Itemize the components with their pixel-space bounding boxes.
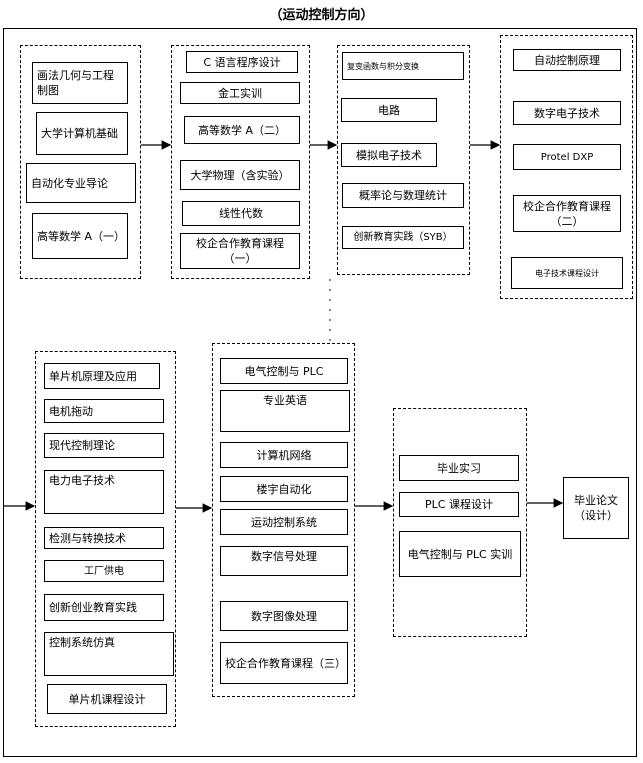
semester-group-4 (500, 35, 633, 299)
course-box: 校企合作教育课程（二） (513, 195, 621, 232)
course-box: 数字图像处理 (220, 601, 348, 631)
course-box: 楼宇自动化 (220, 476, 348, 502)
semester-group-7 (393, 408, 527, 637)
course-box: 金工实训 (180, 82, 300, 104)
course-box: 单片机课程设计 (47, 684, 167, 714)
course-box: 现代控制理论 (44, 433, 164, 458)
course-box: 自动化专业导论 (26, 163, 136, 203)
course-box: 复变函数与积分变换 (342, 52, 464, 80)
course-box: 检测与转换技术 (44, 527, 164, 549)
semester-group-1 (20, 45, 141, 279)
semester-group-2 (171, 45, 310, 279)
semester-group-3 (337, 45, 470, 275)
course-box: 控制系统仿真 (44, 632, 174, 676)
course-box: 电子技术课程设计 (511, 257, 623, 289)
course-box: 电力电子技术 (44, 470, 164, 514)
course-box: 画法几何与工程制图 (32, 62, 128, 104)
course-box: 毕业实习 (399, 455, 519, 481)
diagram-title: （运动控制方向） (269, 8, 374, 23)
course-box: 单片机原理及应用 (44, 363, 160, 389)
course-box: 电路 (341, 98, 437, 122)
graduation-thesis-box: 毕业论文（设计） (563, 477, 629, 539)
course-box: PLC 课程设计 (399, 492, 519, 517)
course-box: 概率论与数理统计 (342, 183, 464, 208)
course-box: 自动控制原理 (513, 49, 621, 71)
dotted-connector (326, 275, 334, 345)
course-box: 大学计算机基础 (36, 112, 128, 155)
course-box: 数字电子技术 (513, 101, 621, 125)
course-box: 线性代数 (182, 201, 300, 226)
course-box: 模拟电子技术 (341, 143, 437, 167)
course-box: 电气控制与 PLC 实训 (399, 531, 521, 577)
course-box: 电气控制与 PLC (220, 358, 348, 384)
semester-group-5 (35, 351, 176, 727)
course-box: 创新教育实践（SYB） (342, 226, 464, 249)
course-box: 电机拖动 (44, 399, 164, 423)
course-box: 工厂供电 (44, 560, 164, 582)
course-box: 校企合作教育课程（一） (180, 233, 300, 269)
course-box: 专业英语 (220, 390, 350, 432)
outer-frame (3, 28, 637, 757)
course-box: 大学物理（含实验） (180, 160, 300, 190)
semester-group-6 (212, 343, 355, 697)
course-box: 数字信号处理 (220, 546, 348, 576)
course-box: 高等数学 A（二） (184, 116, 300, 144)
course-box: 高等数学 A（一） (32, 213, 128, 259)
course-box: 运动控制系统 (220, 509, 348, 535)
course-box: 创新创业教育实践 (44, 594, 164, 621)
course-box: 计算机网络 (220, 442, 348, 468)
course-box: C 语言程序设计 (186, 51, 298, 73)
course-box: 校企合作教育课程（三） (220, 642, 348, 684)
course-box: Protel DXP (513, 144, 621, 170)
